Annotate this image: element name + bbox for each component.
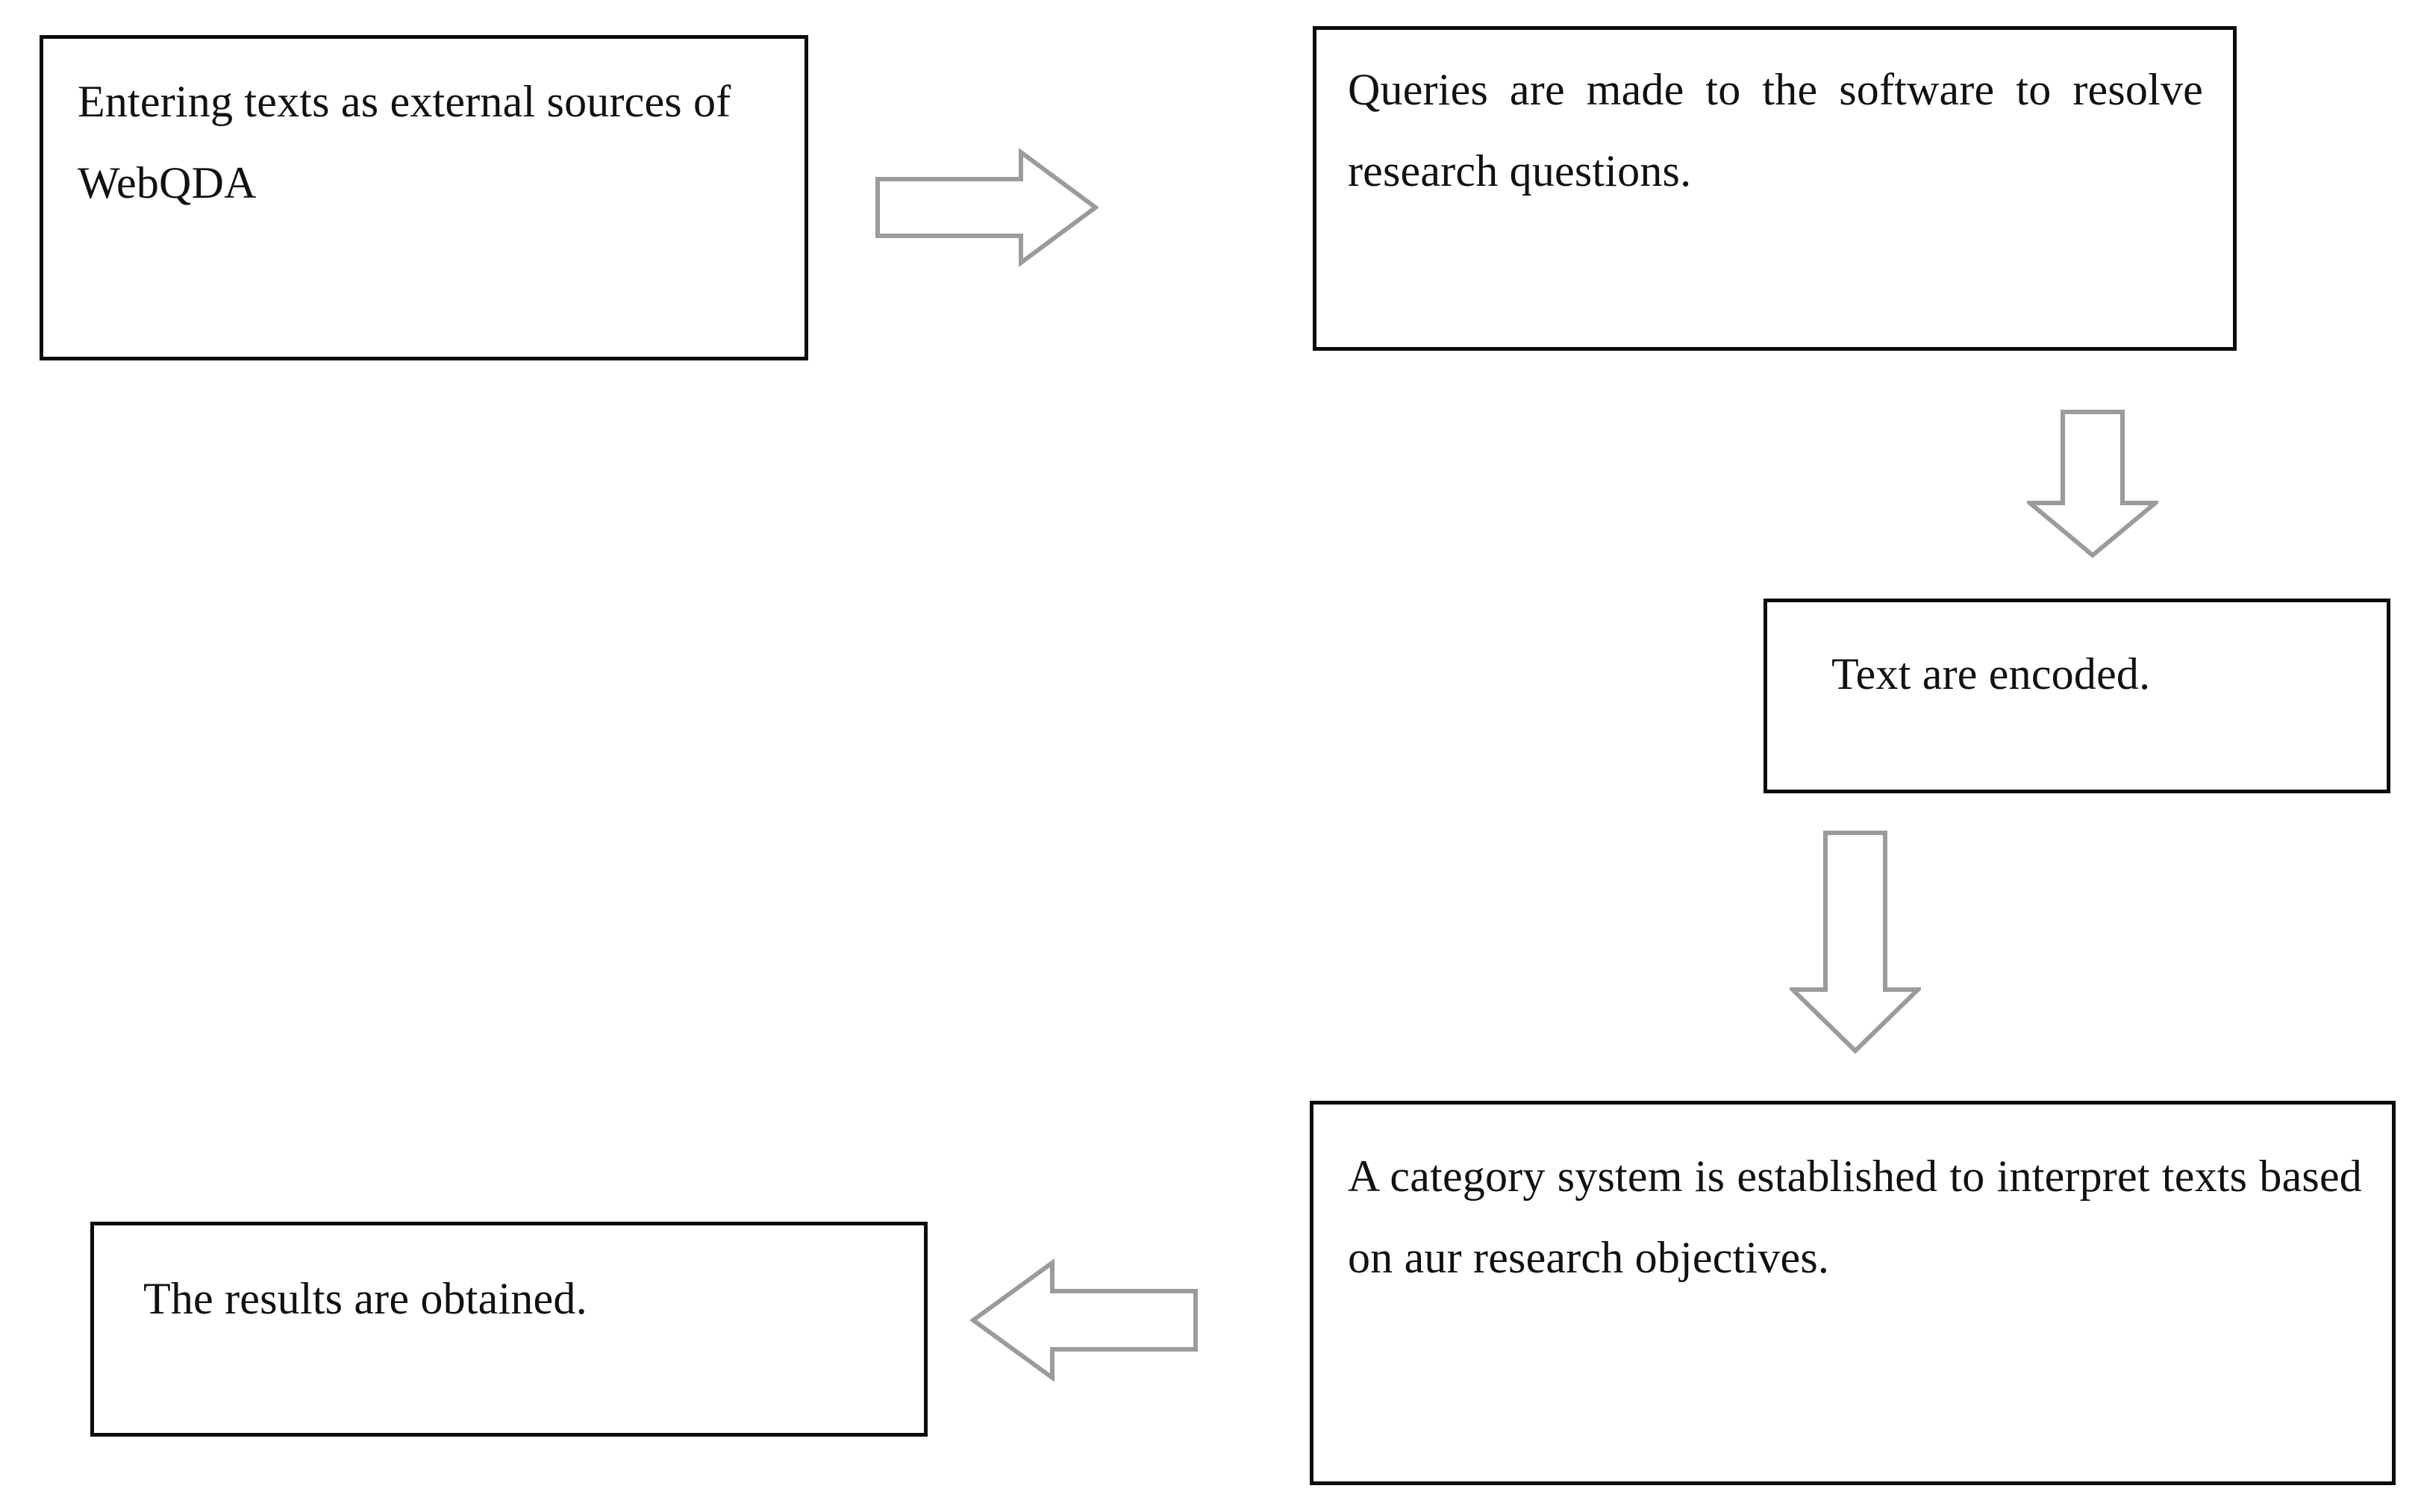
flow-node-results-label: The results are obtained. <box>143 1274 587 1323</box>
flow-node-category-system-label: A category system is established to inte… <box>1348 1152 2362 1283</box>
arrow-right-icon-shape <box>875 148 1099 267</box>
arrow-down-icon <box>1790 830 1921 1054</box>
flow-node-queries[interactable]: Queries are made to the software to reso… <box>1313 26 2237 351</box>
arrow-down-icon <box>2027 409 2158 558</box>
flow-node-entering-texts[interactable]: Entering texts as external sources of We… <box>40 35 808 360</box>
flow-node-entering-texts-label: Entering texts as external sources of We… <box>78 77 731 208</box>
flow-node-text-encoded[interactable]: Text are encoded. <box>1763 599 2390 793</box>
flow-node-text-encoded-label: Text are encoded. <box>1831 649 2151 699</box>
flow-node-queries-label: Queries are made to the software to reso… <box>1348 65 2203 196</box>
arrow-down-icon-shape <box>2027 410 2158 558</box>
arrow-left-icon-shape <box>970 1258 1198 1382</box>
arrow-left-icon <box>970 1258 1199 1382</box>
flow-node-results[interactable]: The results are obtained. <box>90 1222 928 1437</box>
flow-node-category-system[interactable]: A category system is established to inte… <box>1310 1101 2396 1485</box>
arrow-down-icon-shape <box>1790 831 1921 1054</box>
arrow-right-icon <box>875 148 1099 267</box>
